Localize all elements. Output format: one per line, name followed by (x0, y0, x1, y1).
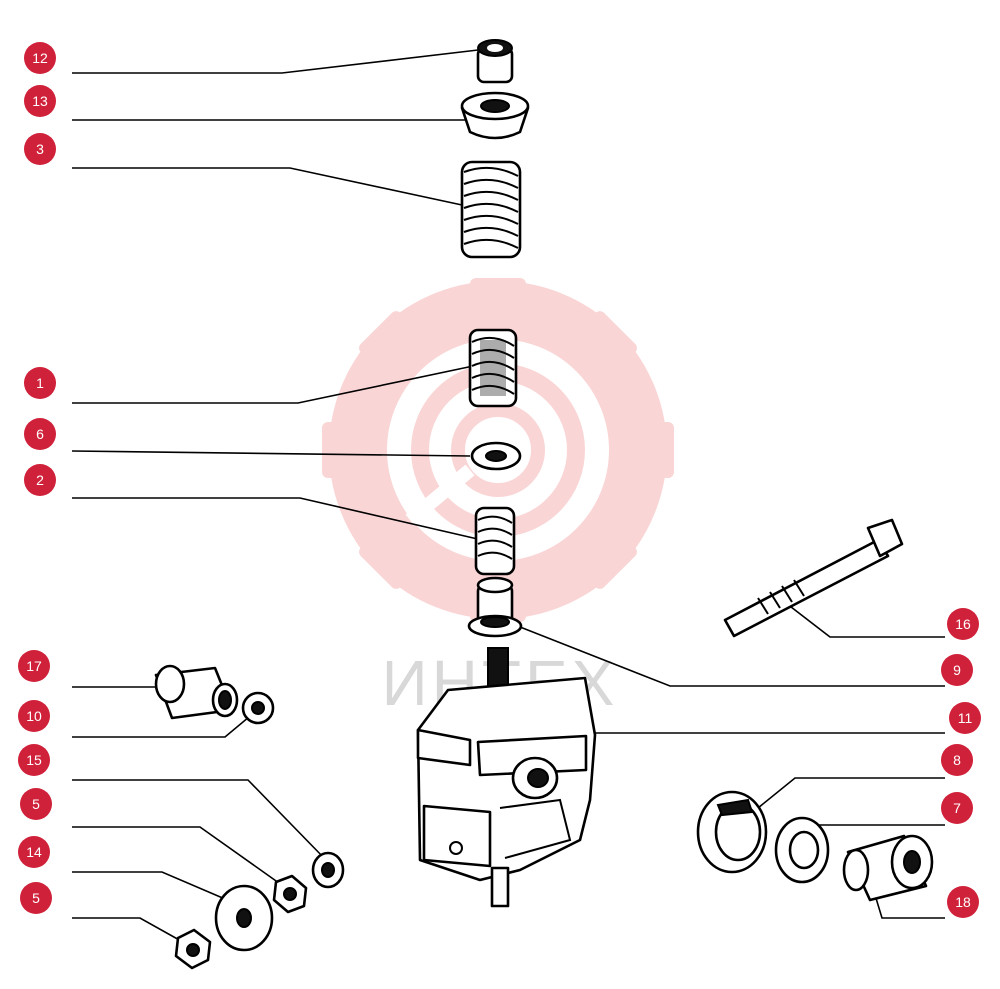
part-3-large-spring (460, 160, 522, 259)
part-1-spring (468, 328, 518, 408)
part-11-housing (416, 647, 597, 908)
part-8-ring (696, 790, 768, 874)
part-10-nut (241, 691, 275, 725)
part-13-washer (460, 91, 530, 140)
callout-10: 10 (18, 700, 50, 732)
callout-7: 7 (941, 792, 973, 824)
callout-8: 8 (941, 744, 973, 776)
callout-16: 16 (947, 608, 979, 640)
callout-15: 15 (18, 744, 50, 776)
callout-5-lower: 5 (20, 882, 52, 914)
callout-12: 12 (24, 42, 56, 74)
part-16-bolt (723, 518, 904, 638)
callout-2: 2 (24, 464, 56, 496)
part-15-washer (311, 851, 345, 889)
part-5-nut-lower (174, 928, 212, 970)
part-14-washer (214, 884, 274, 952)
callout-5-upper: 5 (20, 788, 52, 820)
part-2-small-spring (474, 506, 516, 576)
callout-11: 11 (949, 702, 981, 734)
callout-17: 17 (18, 650, 50, 682)
part-7-castle-ring (774, 816, 830, 884)
part-12-sleeve (476, 39, 514, 84)
part-6-washer (470, 441, 522, 471)
callout-1: 1 (24, 367, 56, 399)
part-9-piston (467, 576, 523, 638)
callout-14: 14 (18, 836, 50, 868)
part-5-nut-upper (272, 874, 308, 914)
part-18-sleeve (842, 834, 934, 902)
callout-3: 3 (24, 133, 56, 165)
callout-9: 9 (941, 654, 973, 686)
callout-18: 18 (947, 886, 979, 918)
callout-13: 13 (24, 85, 56, 117)
part-17-fitting (154, 664, 239, 720)
callout-6: 6 (24, 418, 56, 450)
